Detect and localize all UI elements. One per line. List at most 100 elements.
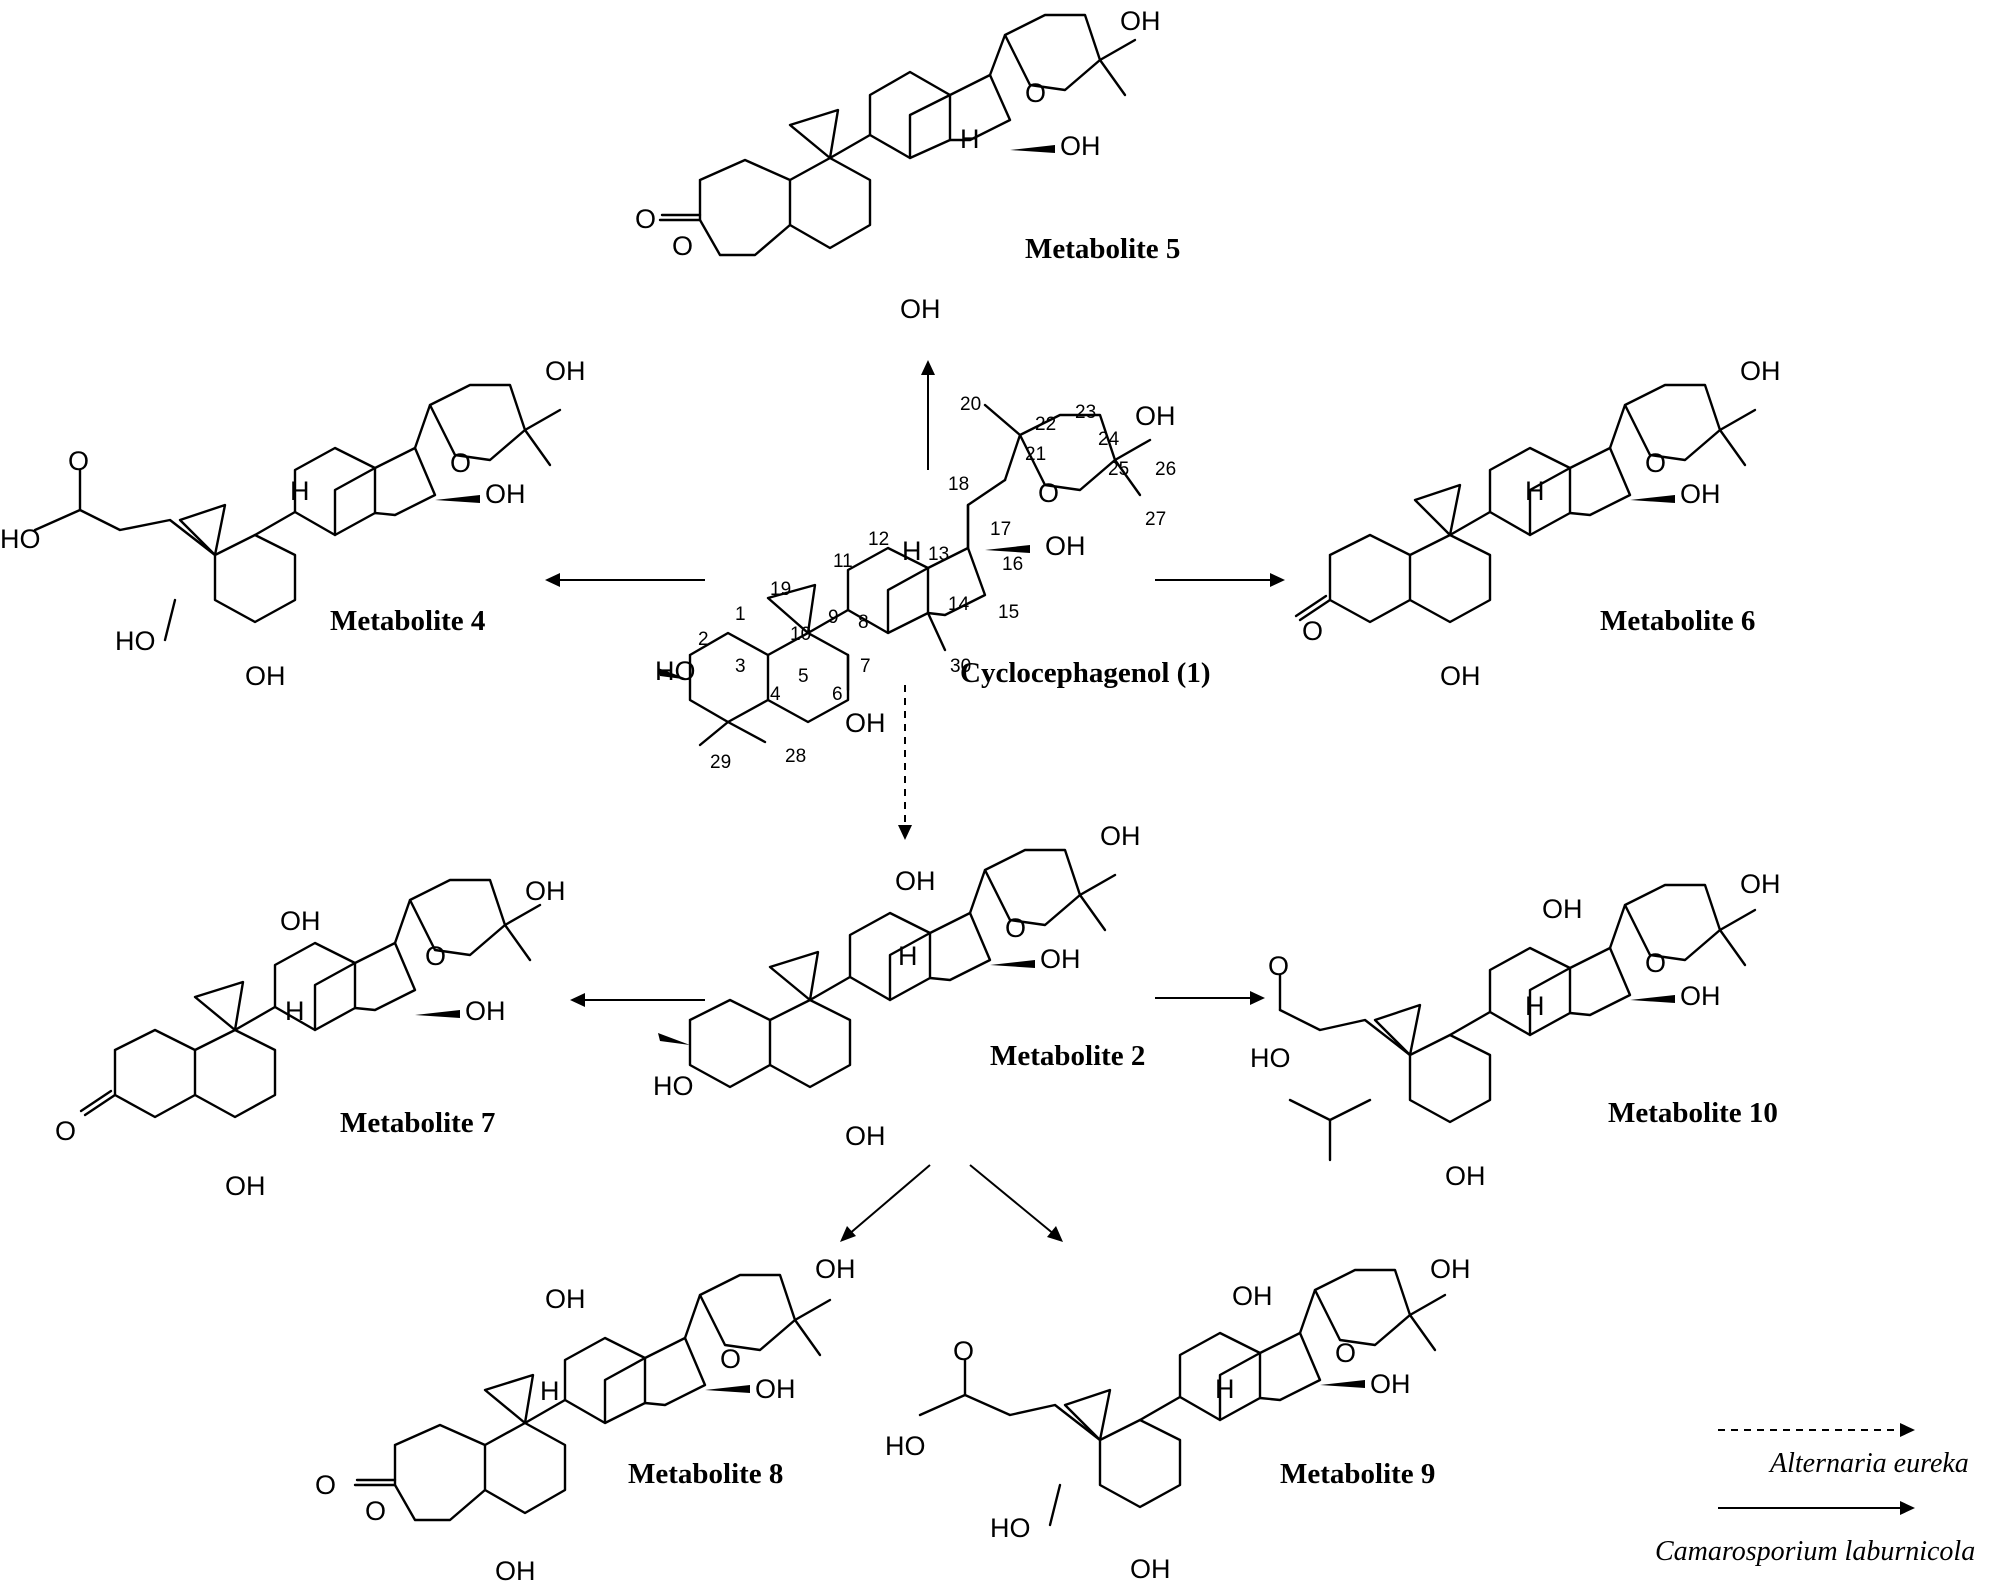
svg-text:10: 10 [790, 624, 811, 645]
svg-text:8: 8 [858, 612, 869, 633]
svg-text:O: O [1005, 913, 1026, 943]
svg-text:O: O [450, 448, 471, 478]
svg-text:H: H [898, 941, 918, 971]
c24-hydroxyl: OH [1135, 401, 1176, 431]
svg-text:6: 6 [832, 684, 843, 705]
structure-metabolite-2: HO OH OH OH O OH H Metabolite 2 [653, 821, 1145, 1151]
structure-title: Cyclocephagenol (1) [960, 657, 1211, 689]
svg-text:OH: OH [1232, 1281, 1273, 1311]
svg-text:H: H [960, 124, 980, 154]
svg-text:OH: OH [895, 866, 936, 896]
structure-metabolite-10: HO O OH OH OH O OH H Metabolite 10 [1250, 869, 1781, 1191]
legend-solid-label: Camarosporium laburnicola [1655, 1536, 1975, 1567]
structure-title: Metabolite 5 [1025, 233, 1180, 265]
svg-text:29: 29 [710, 752, 731, 773]
svg-text:OH: OH [485, 479, 526, 509]
svg-text:OH: OH [1440, 661, 1481, 691]
svg-text:OH: OH [495, 1556, 536, 1586]
structure-title: Metabolite 10 [1608, 1097, 1778, 1129]
h8: H [902, 536, 922, 566]
svg-text:28: 28 [785, 746, 806, 767]
svg-text:HO: HO [1250, 1043, 1291, 1073]
svg-text:1: 1 [735, 604, 746, 625]
svg-text:O: O [1268, 951, 1289, 981]
svg-text:HO: HO [653, 1071, 694, 1101]
svg-text:18: 18 [948, 474, 969, 495]
svg-text:OH: OH [1680, 981, 1721, 1011]
svg-text:H: H [290, 476, 310, 506]
svg-text:30: 30 [950, 656, 971, 677]
svg-text:HO: HO [115, 626, 156, 656]
svg-text:H: H [1215, 1374, 1235, 1404]
structure-metabolite-4: HO O HO OH OH O OH H Metabolite 4 [0, 356, 586, 691]
svg-text:O: O [365, 1496, 386, 1526]
structure-metabolite-7: O OH OH OH O OH H Metabolite 7 [55, 876, 566, 1201]
svg-text:O: O [55, 1116, 76, 1146]
structure-title: Metabolite 2 [990, 1040, 1145, 1072]
svg-text:O: O [672, 231, 693, 261]
svg-text:O: O [1025, 78, 1046, 108]
svg-text:5: 5 [798, 666, 809, 687]
structure-title: Metabolite 4 [330, 605, 485, 637]
svg-text:16: 16 [1002, 554, 1023, 575]
structure-metabolite-8: O O OH OH OH O OH H Metabolite 8 [315, 1254, 856, 1586]
svg-text:22: 22 [1035, 414, 1056, 435]
svg-text:OH: OH [545, 1284, 586, 1314]
svg-text:12: 12 [868, 529, 889, 550]
svg-text:7: 7 [860, 656, 871, 677]
structure-metabolite-6: O OH OH O OH H Metabolite 6 [1294, 356, 1781, 691]
svg-text:OH: OH [1060, 131, 1101, 161]
svg-text:OH: OH [1740, 869, 1781, 899]
svg-text:H: H [1525, 991, 1545, 1021]
svg-text:OH: OH [900, 294, 941, 324]
svg-text:OH: OH [280, 906, 321, 936]
svg-text:O: O [1302, 616, 1323, 646]
svg-text:OH: OH [1542, 894, 1583, 924]
svg-text:O: O [635, 204, 656, 234]
svg-text:OH: OH [525, 876, 566, 906]
svg-text:11: 11 [833, 551, 853, 572]
svg-text:HO: HO [0, 524, 41, 554]
structure-title: Metabolite 9 [1280, 1458, 1435, 1490]
c6-hydroxyl: OH [845, 708, 886, 738]
svg-text:OH: OH [1445, 1161, 1486, 1191]
svg-text:23: 23 [1075, 402, 1096, 423]
svg-text:OH: OH [465, 996, 506, 1026]
svg-text:O: O [425, 941, 446, 971]
structure-metabolite-9: HO O HO OH OH OH O OH H Metabolite 9 [885, 1254, 1471, 1584]
svg-text:OH: OH [1430, 1254, 1471, 1284]
svg-text:14: 14 [948, 594, 970, 615]
svg-text:O: O [315, 1470, 336, 1500]
svg-text:H: H [540, 1376, 560, 1406]
svg-text:OH: OH [1120, 6, 1161, 36]
svg-text:O: O [953, 1336, 974, 1366]
svg-text:O: O [720, 1344, 741, 1374]
svg-text:24: 24 [1098, 429, 1120, 450]
svg-text:OH: OH [1130, 1554, 1171, 1584]
structure-title: Metabolite 6 [1600, 605, 1755, 637]
svg-text:HO: HO [885, 1431, 926, 1461]
svg-text:OH: OH [1040, 944, 1081, 974]
arrow-to-metabolite-8 [847, 1164, 931, 1236]
svg-text:O: O [1645, 948, 1666, 978]
svg-text:21: 21 [1025, 444, 1046, 465]
reaction-arrows [545, 360, 1285, 1242]
svg-text:26: 26 [1155, 459, 1176, 480]
svg-text:OH: OH [815, 1254, 856, 1284]
svg-text:OH: OH [1100, 821, 1141, 851]
svg-text:17: 17 [990, 519, 1011, 540]
svg-text:4: 4 [770, 684, 781, 705]
svg-text:27: 27 [1145, 509, 1166, 530]
c16-hydroxyl: OH [1045, 531, 1086, 561]
c3-hydroxyl: HO [655, 656, 696, 686]
svg-text:H: H [1525, 476, 1545, 506]
svg-text:19: 19 [770, 579, 791, 600]
svg-text:3: 3 [735, 656, 746, 677]
svg-text:O: O [1645, 448, 1666, 478]
legend: Alternaria eureka Camarosporium laburnic… [1655, 1423, 1975, 1567]
svg-text:OH: OH [225, 1171, 266, 1201]
svg-text:OH: OH [245, 661, 286, 691]
structure-title: Metabolite 8 [628, 1458, 783, 1490]
svg-text:OH: OH [1680, 479, 1721, 509]
